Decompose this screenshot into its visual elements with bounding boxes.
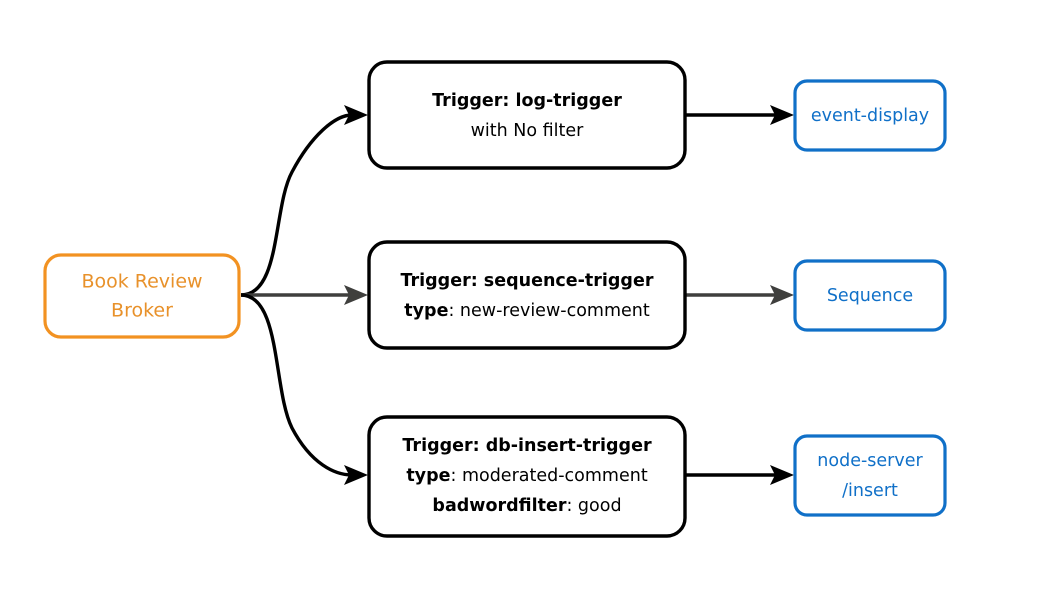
node-book-review-broker[interactable]: Book Review Broker: [43, 253, 241, 339]
event-display-label: event-display: [811, 106, 929, 126]
node-server-label-line2: /insert: [842, 481, 898, 501]
node-server-box[interactable]: [793, 434, 947, 517]
arrowhead-node-server: [770, 465, 794, 485]
broker-label-line1: Book Review: [81, 271, 202, 293]
node-sequence[interactable]: Sequence: [793, 259, 947, 332]
log-trigger-line2-rest: with No filter: [471, 121, 585, 141]
db-insert-trigger-line3: badwordfilter: good: [432, 496, 621, 516]
node-sequence-trigger[interactable]: Trigger: sequence-trigger type: new-revi…: [367, 240, 687, 350]
sequence-label: Sequence: [827, 286, 913, 306]
sequence-trigger-line2: type: new-review-comment: [404, 301, 650, 321]
arrowhead-log-trigger: [344, 105, 368, 125]
node-server-label-line1: node-server: [817, 451, 923, 471]
db-insert-trigger-line3-rest: : good: [566, 496, 621, 516]
sequence-trigger-box[interactable]: [367, 240, 687, 350]
db-insert-trigger-box[interactable]: [367, 415, 687, 538]
arrowhead-event-display: [770, 105, 794, 125]
db-insert-trigger-line1-bold: Trigger: db-insert-trigger: [402, 436, 652, 456]
log-trigger-line2: with No filter: [471, 121, 585, 141]
edge-broker-to-log-trigger: [240, 105, 368, 297]
edge-broker-to-sequence-trigger: [241, 285, 368, 305]
edge-sequence-trigger-to-sequence: [685, 285, 794, 305]
db-insert-trigger-line1: Trigger: db-insert-trigger: [402, 436, 652, 456]
node-node-server-insert[interactable]: node-server /insert: [793, 434, 947, 517]
broker-box[interactable]: [43, 253, 241, 339]
sequence-trigger-line1: Trigger: sequence-trigger: [401, 271, 654, 291]
node-db-insert-trigger[interactable]: Trigger: db-insert-trigger type: moderat…: [367, 415, 687, 538]
sequence-box[interactable]: [793, 259, 947, 332]
node-log-trigger[interactable]: Trigger: log-trigger with No filter: [367, 60, 687, 170]
node-event-display[interactable]: event-display: [793, 79, 947, 152]
edge-log-trigger-to-event-display: [685, 105, 794, 125]
log-trigger-line1: Trigger: log-trigger: [432, 91, 622, 111]
log-trigger-box[interactable]: [367, 60, 687, 170]
sequence-trigger-line2-bold: type: [404, 301, 448, 321]
arrowhead-sequence-trigger: [344, 285, 368, 305]
edge-broker-to-db-insert-trigger: [240, 293, 368, 485]
sequence-trigger-line1-bold: Trigger: sequence-trigger: [401, 271, 654, 291]
db-insert-trigger-line2: type: moderated-comment: [406, 466, 648, 486]
log-trigger-line1-bold: Trigger: log-trigger: [432, 91, 622, 111]
arrowhead-sequence: [770, 285, 794, 305]
broker-label-line2: Broker: [111, 300, 173, 322]
edge-db-insert-trigger-to-node-server: [685, 465, 794, 485]
sequence-trigger-line2-rest: : new-review-comment: [448, 301, 649, 321]
event-display-box[interactable]: [793, 79, 947, 152]
db-insert-trigger-line2-bold: type: [406, 466, 450, 486]
db-insert-trigger-line3-bold: badwordfilter: [432, 496, 566, 516]
db-insert-trigger-line2-rest: : moderated-comment: [450, 466, 647, 486]
arrowhead-db-insert-trigger: [344, 465, 368, 485]
